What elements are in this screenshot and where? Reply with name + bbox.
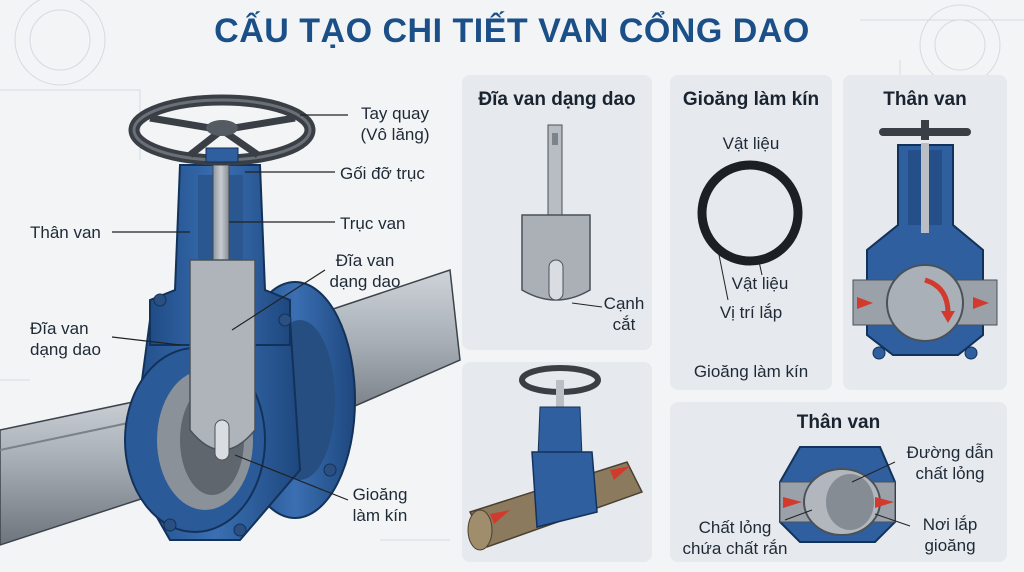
pipeline-illustration (467, 365, 644, 551)
panel-seal-title: Gioăng làm kín (682, 89, 820, 110)
knife-disc-detail (521, 124, 603, 308)
label-disc-left: Đĩa van dạng dao (30, 319, 101, 359)
label-fluid-solids: Chất lỏng chứa chất rắn (682, 518, 788, 558)
body-bottom-illustration (779, 446, 911, 543)
label-seal: Gioăng làm kín (352, 485, 408, 525)
label-seal-caption: Gioăng làm kín (693, 362, 809, 381)
panel-body-top: Thân van (843, 75, 1007, 390)
label-fluid-path: Đường dẫn chất lỏng (906, 443, 994, 483)
label-body: Thân van (30, 223, 101, 242)
main-valve-illustration (0, 94, 461, 546)
panel-body-top-title: Thân van (883, 89, 967, 110)
label-material-top: Vật liệu (722, 134, 780, 153)
label-handwheel: Tay quay (Vô lăng) (360, 104, 430, 144)
page-title: CẤU TẠO CHI TIẾT VAN CỔNG DAO (214, 12, 810, 50)
label-stem: Trục van (340, 214, 406, 233)
label-material: Vật liệu (731, 274, 789, 293)
seal-ring (697, 160, 803, 301)
label-seat: Nơi lắp gioăng (922, 515, 978, 555)
panel-seal: Gioăng làm kín Vật liệu Vật liệu Vị trí … (670, 75, 832, 390)
panel-pipeline (462, 362, 652, 562)
panel-knife-disc: Đĩa van dạng dao Cạnh cắt (462, 75, 652, 350)
label-cutting-edge: Cạnh cắt (603, 294, 645, 334)
label-bearing: Gối đỡ trục (340, 164, 425, 183)
label-disc-right: Đĩa van dạng dao (329, 251, 401, 291)
body-top-illustration (852, 120, 998, 360)
panel-disc-title: Đĩa van dạng dao (478, 89, 636, 110)
panel-body-bottom: Thân van Đường dẫn chất lỏng Chất lỏng c… (670, 402, 1007, 562)
label-position: Vị trí lắp (719, 303, 783, 322)
panel-body-bottom-title: Thân van (796, 412, 881, 433)
